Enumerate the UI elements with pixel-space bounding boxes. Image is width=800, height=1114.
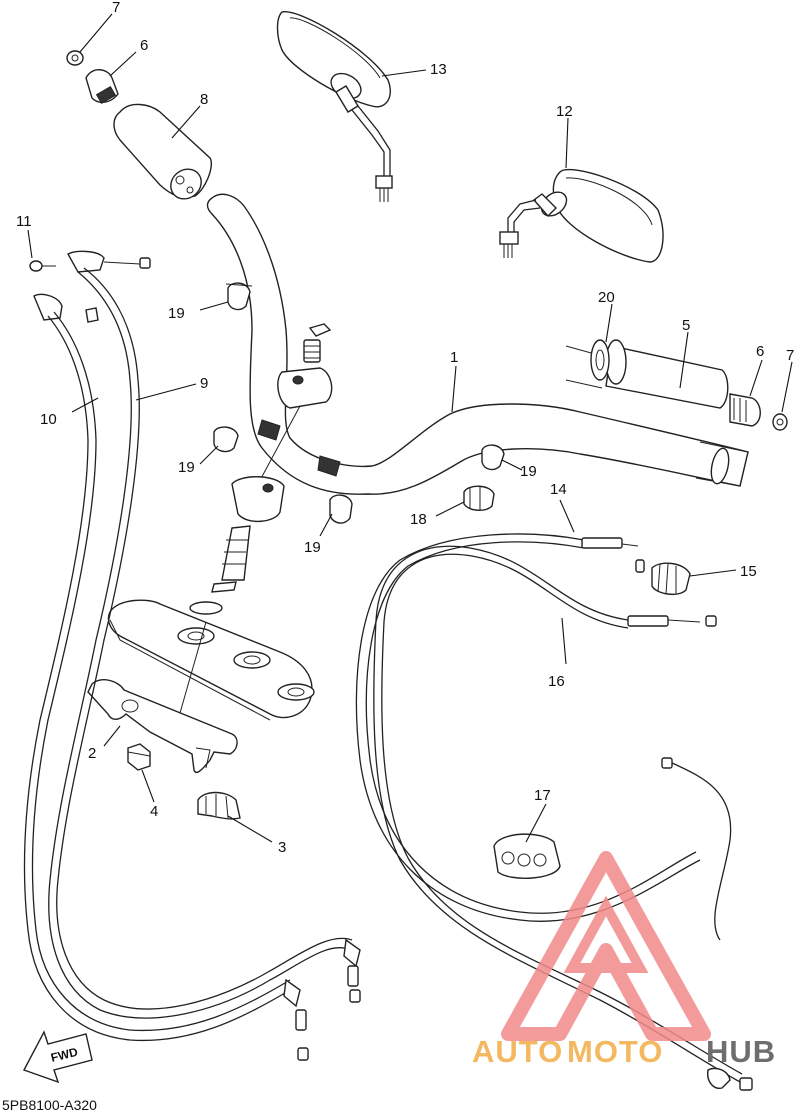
grip-left-8 (113, 103, 212, 200)
upper-holder-assembly (189, 323, 333, 615)
cable-12 (355, 533, 701, 922)
callout-6-right: 6 (756, 343, 764, 360)
watermark-logo-icon (501, 851, 711, 1041)
clip-19-c (329, 494, 353, 524)
mirror-left-15 (276, 11, 393, 202)
callout-9: 9 (200, 375, 208, 392)
callout-17: 17 (534, 787, 551, 804)
callout-16: 16 (548, 673, 565, 690)
grip-end-left (66, 50, 119, 105)
fwd-label: FWD (49, 1045, 79, 1065)
callout-6-left: 6 (140, 37, 148, 54)
cable-fitting-upper (33, 250, 151, 323)
watermark-text: AUTO MOTO HUB (472, 1034, 776, 1069)
clip-19-d (481, 444, 505, 471)
callout-13: 15 (740, 563, 757, 580)
mirror-right-14 (499, 168, 664, 263)
callout-18: 18 (410, 511, 427, 528)
callout-7-left: 7 (112, 0, 120, 16)
callout-2: 2 (88, 745, 96, 762)
callout-1: 1 (450, 349, 458, 366)
callout-7-right: 7 (786, 347, 794, 364)
callout-12: 14 (550, 481, 567, 498)
callout-4: 4 (150, 803, 158, 820)
cable-10 (23, 311, 309, 1061)
clip-18 (463, 485, 495, 511)
cable-16 (373, 545, 753, 1091)
callouts: 7 6 8 13 12 11 19 20 5 6 7 1 9 10 19 19 … (16, 0, 794, 856)
callout-8: 8 (200, 91, 208, 108)
fwd-arrow-icon: FWD (23, 1030, 93, 1084)
callout-19-b: 19 (178, 459, 195, 476)
callout-15: 13 (430, 61, 447, 78)
grip-right-5 (565, 339, 788, 431)
watermark-moto: MOTO (567, 1034, 663, 1069)
callout-19-c: 19 (304, 539, 321, 556)
clip-19-a (225, 282, 253, 311)
watermark-auto: AUTO (472, 1034, 563, 1069)
callout-19-d: 19 (520, 463, 537, 480)
cable-9 (48, 267, 361, 1019)
callout-11: 11 (16, 213, 32, 230)
cable-guide-2 (87, 679, 238, 774)
callout-19-a: 19 (168, 305, 185, 322)
clip-19-b (213, 426, 239, 453)
nut-4 (127, 743, 151, 771)
watermark-hub: HUB (706, 1034, 776, 1069)
leader-lines (27, 13, 793, 843)
diagram-code: 5PB8100-A320 (2, 1097, 97, 1113)
callout-5: 5 (682, 317, 690, 334)
cable-holder-17 (493, 833, 561, 879)
callout-10: 10 (40, 411, 57, 428)
callout-20: 20 (598, 289, 615, 306)
adjuster-13 (651, 562, 691, 596)
callout-14: 12 (556, 103, 573, 120)
handlebar-1 (206, 193, 749, 495)
clamp-3 (197, 791, 241, 820)
lower-holder-plate (107, 599, 315, 721)
callout-3: 3 (278, 839, 286, 856)
screw-11 (29, 260, 56, 272)
